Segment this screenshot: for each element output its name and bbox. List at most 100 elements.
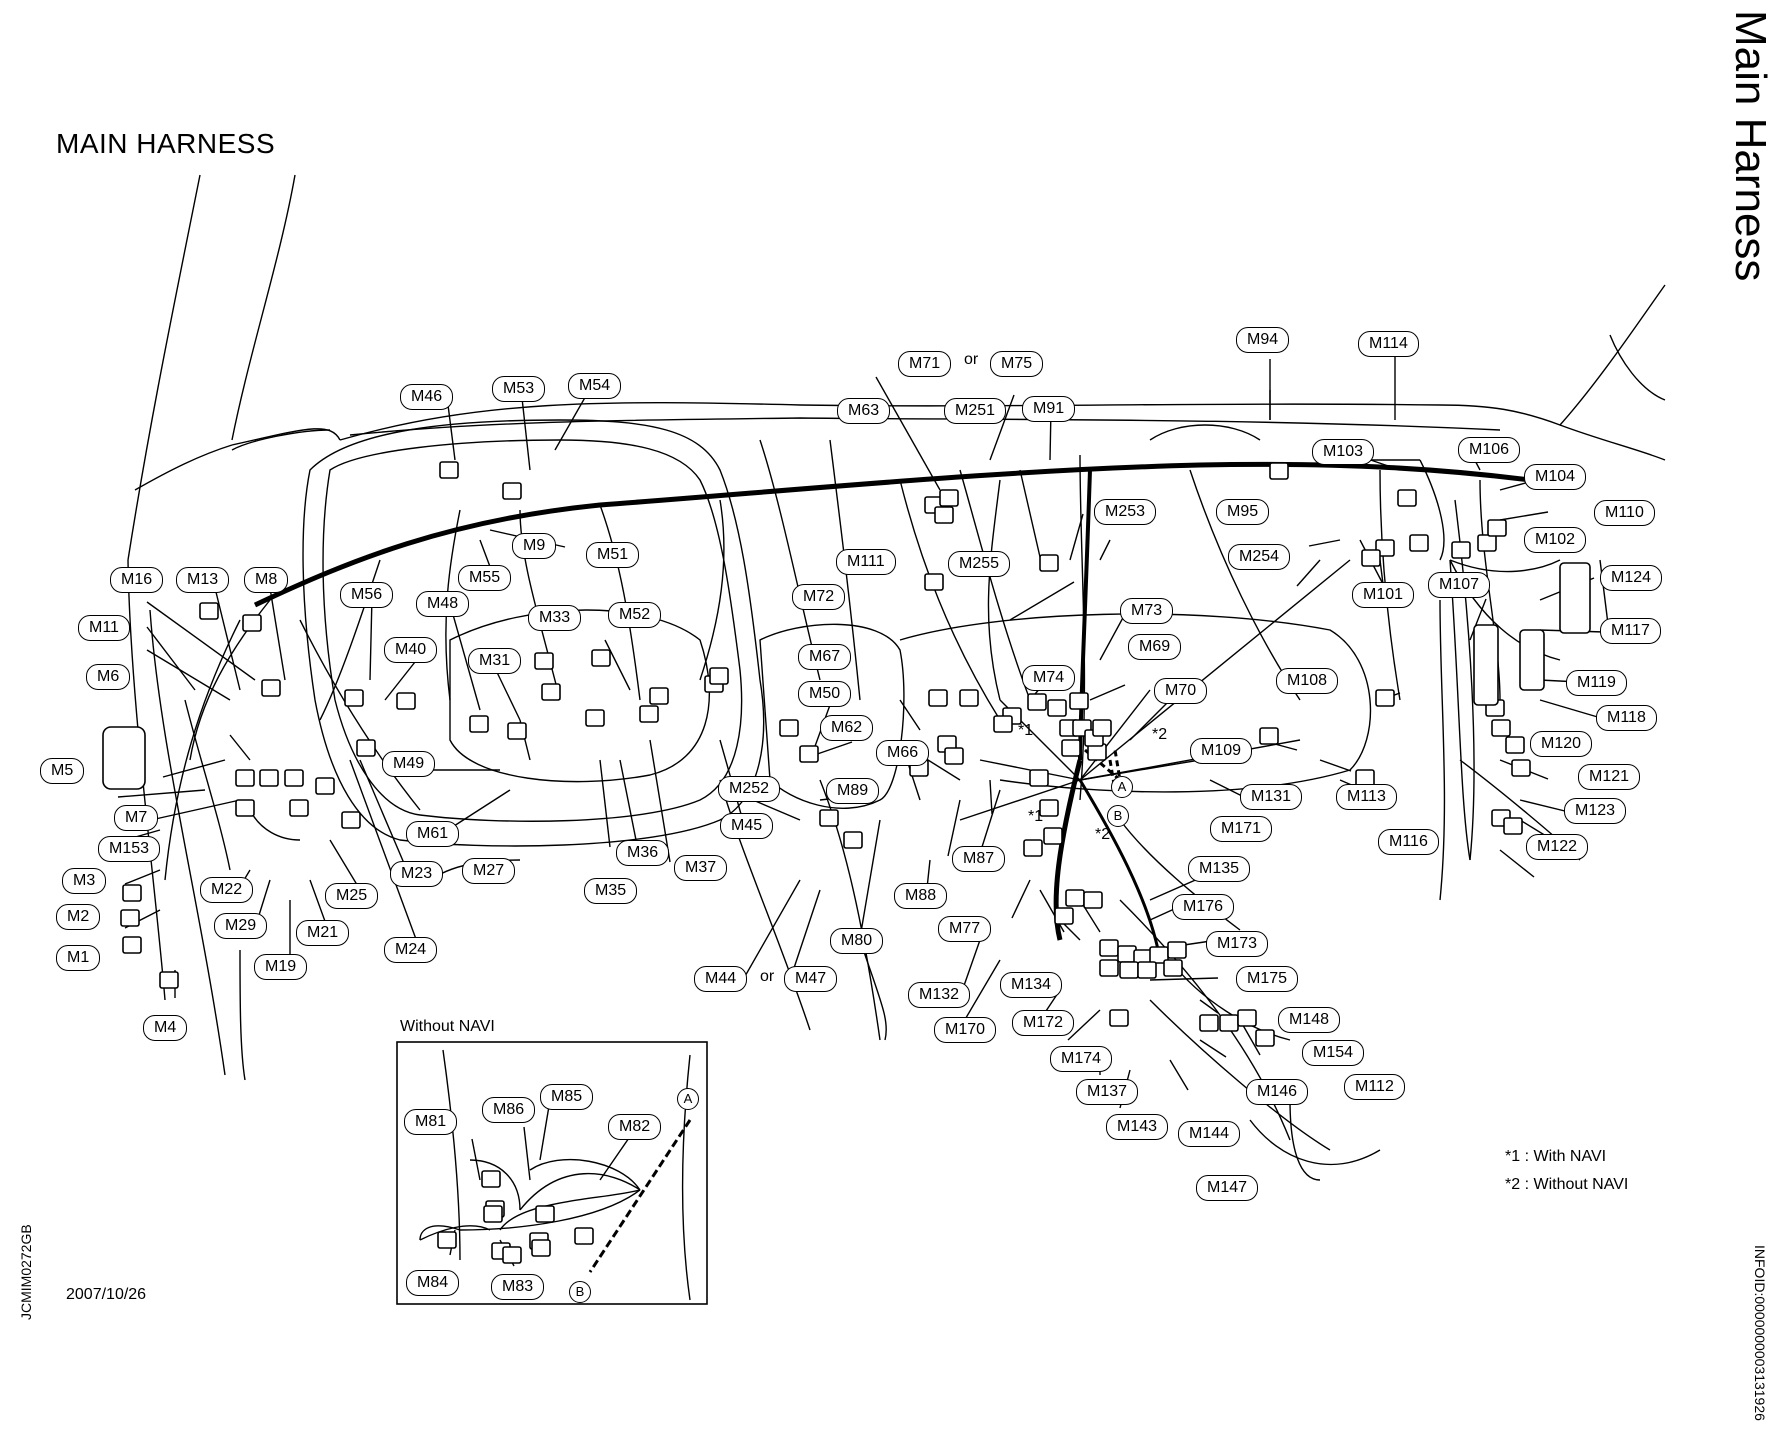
connector-label-m146: M146 [1246, 1079, 1309, 1105]
connector-label-m87: M87 [952, 846, 1006, 872]
connector-shape [1255, 1029, 1275, 1047]
connector-shape [944, 747, 964, 765]
connector-shape [993, 715, 1013, 733]
connector-shape [939, 489, 959, 507]
connector-label-m13: M13 [176, 567, 230, 593]
connector-label-m77: M77 [938, 916, 992, 942]
connector-label-m113: M113 [1336, 784, 1397, 810]
connector-label-m56: M56 [340, 582, 394, 608]
connector-label-m71: M71 [898, 351, 952, 377]
connector-shape [1027, 693, 1047, 711]
note-2-mark: *2 [1505, 1176, 1521, 1193]
connector-shape [1199, 1014, 1219, 1032]
connector-shape [502, 1246, 522, 1264]
connector-shape [235, 769, 255, 787]
connector-shape [1054, 907, 1074, 925]
connector-label-m70: M70 [1154, 678, 1208, 704]
star-1-mark: *1 [1028, 808, 1044, 825]
connector-label-m63: M63 [837, 398, 891, 424]
connector-shape [502, 482, 522, 500]
connector-shape [439, 461, 459, 479]
connector-label-m81: M81 [404, 1109, 458, 1135]
connector-shape [1409, 534, 1429, 552]
connector-label-m154: M154 [1302, 1040, 1365, 1066]
connector-label-m132: M132 [908, 982, 971, 1008]
connector-label-m45: M45 [720, 813, 774, 839]
connector-shape [1039, 799, 1059, 817]
connector-label-m25: M25 [325, 883, 379, 909]
connector-label-m80: M80 [830, 928, 884, 954]
side-title: Main Harness [1726, 10, 1775, 282]
connector-shape [344, 689, 364, 707]
or-word: or [964, 351, 979, 368]
connector-shape [1043, 827, 1063, 845]
connector-label-m102: M102 [1524, 527, 1587, 553]
connector-label-m170: M170 [934, 1017, 997, 1043]
connector-shape [1099, 939, 1119, 957]
connector-label-m123: M123 [1564, 798, 1627, 824]
connector-shape [261, 679, 281, 697]
inset-circle-b: B [569, 1281, 591, 1303]
connector-shape [396, 692, 416, 710]
connector-shape [1237, 1009, 1257, 1027]
connector-label-m104: M104 [1524, 464, 1587, 490]
connector-label-m175: M175 [1236, 966, 1299, 992]
connector-label-m3: M3 [62, 868, 107, 894]
connector-label-m46: M46 [400, 384, 454, 410]
connector-label-m54: M54 [568, 373, 622, 399]
connector-shape [481, 1170, 501, 1188]
connector-label-m124: M124 [1600, 565, 1663, 591]
connector-label-m82: M82 [608, 1114, 662, 1140]
connector-label-m112: M112 [1344, 1074, 1405, 1100]
connector-label-m44: M44 [694, 966, 748, 992]
connector-label-m62: M62 [820, 715, 874, 741]
connector-shape [483, 1205, 503, 1223]
connector-shape [1375, 689, 1395, 707]
connector-label-m120: M120 [1530, 731, 1593, 757]
connector-shape [924, 573, 944, 591]
connector-label-m88: M88 [894, 883, 948, 909]
connector-shape [1065, 889, 1085, 907]
connector-label-m21: M21 [296, 920, 350, 946]
connector-shape [1269, 462, 1289, 480]
connector-shape [1503, 817, 1523, 835]
connector-label-m106: M106 [1458, 437, 1521, 463]
connector-shape [1477, 534, 1497, 552]
connector-label-m116: M116 [1378, 829, 1439, 855]
connector-label-m153: M153 [98, 836, 161, 862]
connector-shape [242, 614, 262, 632]
connector-label-m111: M111 [836, 549, 896, 575]
connector-shape [843, 831, 863, 849]
connector-label-m8: M8 [244, 567, 289, 593]
connector-shape [574, 1227, 594, 1245]
connector-label-m101: M101 [1352, 582, 1415, 608]
connector-label-m135: M135 [1188, 856, 1251, 882]
m5-connector-shape [102, 726, 146, 790]
connector-label-m121: M121 [1578, 764, 1641, 790]
connector-label-m103: M103 [1312, 439, 1375, 465]
star-2-mark: *2 [1095, 826, 1111, 843]
connector-label-m95: M95 [1216, 499, 1270, 525]
note-2: *2 : Without NAVI [1505, 1176, 1628, 1194]
connector-shape [289, 799, 309, 817]
connector-shape [1092, 719, 1112, 737]
m124-connector-shape-b [1519, 629, 1545, 691]
connector-label-m94: M94 [1236, 327, 1290, 353]
connector-shape [507, 722, 527, 740]
connector-label-m49: M49 [382, 751, 436, 777]
connector-shape [1023, 839, 1043, 857]
connector-label-m134: M134 [1000, 972, 1063, 998]
connector-shape [541, 683, 561, 701]
connector-label-m255: M255 [948, 551, 1011, 577]
circle-b: B [1107, 805, 1129, 827]
connector-shape [1487, 519, 1507, 537]
connector-label-m75: M75 [990, 351, 1044, 377]
connector-shape [591, 649, 611, 667]
connector-shape [1163, 959, 1183, 977]
connector-label-m9: M9 [512, 533, 557, 559]
connector-label-m143: M143 [1106, 1114, 1169, 1140]
or-word: or [760, 968, 775, 985]
connector-shape [437, 1231, 457, 1249]
connector-label-m144: M144 [1178, 1121, 1241, 1147]
